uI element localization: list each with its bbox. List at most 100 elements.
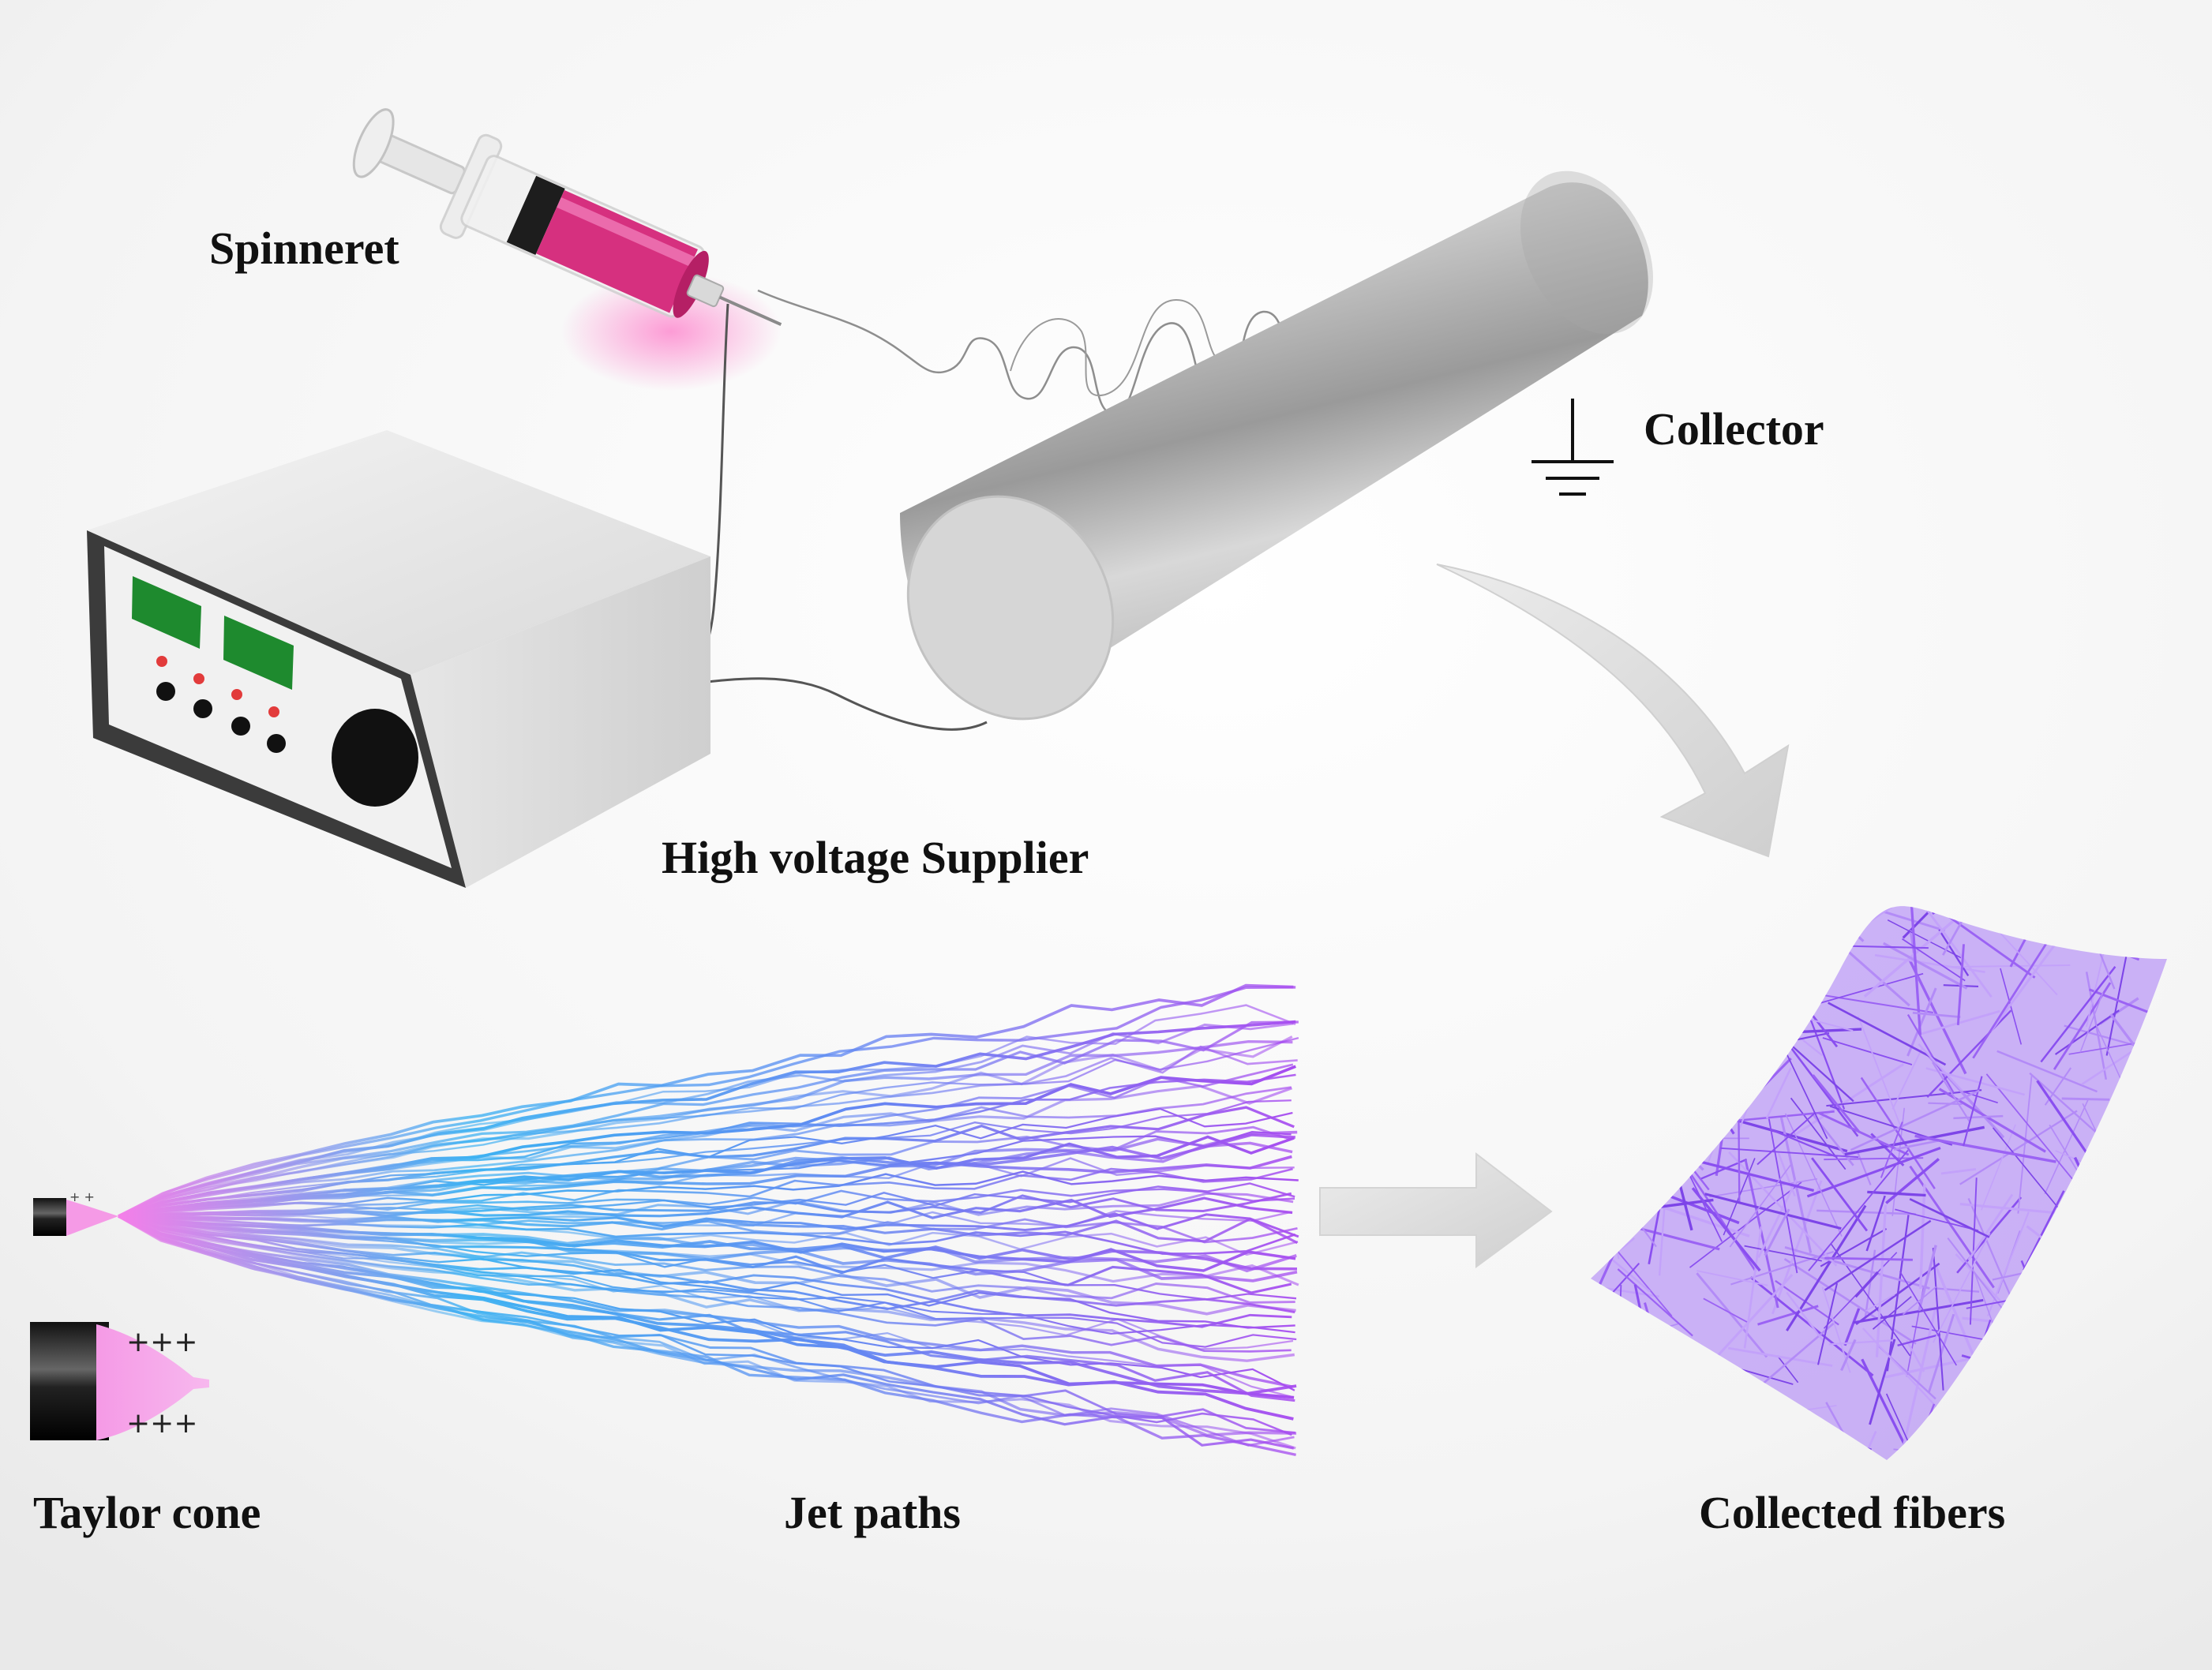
syringe-spinneret	[352, 108, 782, 326]
fiber-strand	[1826, 1089, 1982, 1107]
small-cone	[66, 1200, 118, 1236]
fiber-strand	[1883, 942, 1968, 990]
fiber-strand	[1865, 1294, 1895, 1312]
fiber-strand	[1919, 1184, 1926, 1289]
fiber-strand	[1861, 1358, 1932, 1460]
fiber-strand	[1899, 1271, 1958, 1366]
jet-strand	[118, 1215, 1295, 1314]
fiber-strand	[1729, 1164, 1791, 1248]
label-collector: Collector	[1644, 403, 1824, 455]
knob-small-4	[267, 734, 286, 753]
fiber-strand	[1897, 1333, 1940, 1346]
fiber-strand	[2105, 948, 2129, 1056]
jet-strand	[118, 1020, 1299, 1218]
fiber-strand	[1683, 1163, 1757, 1272]
fiber-strand	[2040, 966, 2116, 1063]
fiber-strand	[1928, 1102, 1963, 1106]
jet-strand	[118, 983, 1294, 1218]
fiber-strand	[1875, 1204, 1888, 1357]
fiber-strand	[1786, 1291, 1824, 1341]
polymer-solution	[536, 189, 698, 313]
fiber-strand	[1918, 1245, 1937, 1312]
fiber-strand	[1932, 1248, 1944, 1391]
label-spinneret: Spinneret	[209, 223, 399, 274]
jet-strand	[118, 1215, 1294, 1421]
fiber-strand	[1771, 1180, 1823, 1315]
fiber-strand	[1912, 1011, 1961, 1018]
fiber-strand	[1899, 1309, 1936, 1459]
fiber-strand	[1902, 1286, 1937, 1316]
fiber-strand	[1696, 1272, 1768, 1358]
fiber-strand	[1906, 1014, 1955, 1094]
jet-strand	[118, 1086, 1292, 1218]
fiber-strand	[1855, 1262, 1940, 1325]
jet-strand	[118, 1020, 1296, 1218]
jet-paths	[118, 983, 1299, 1457]
fiber-strand	[1885, 1158, 1940, 1204]
fiber-strand	[2023, 1190, 2065, 1271]
fiber-strand	[1756, 1113, 1815, 1166]
fiber-strand	[1953, 1114, 2004, 1120]
fiber-strand	[1703, 1297, 1749, 1324]
fiber-strand	[1972, 931, 2055, 1059]
fiber-strand	[1784, 1113, 1843, 1237]
charges-bottom: +++	[126, 1407, 198, 1440]
plunger-thumb	[352, 108, 395, 178]
fiber-strand	[1817, 1111, 1910, 1156]
fiber-strand	[1808, 1149, 1909, 1271]
curved-arrow	[1436, 564, 1790, 858]
fiber-strand	[1696, 1270, 1768, 1286]
fiber-strand	[1846, 1430, 1877, 1460]
fiber-strand	[1775, 1279, 1839, 1326]
fiber-strand	[1743, 1226, 1763, 1349]
fiber-strand	[1938, 1088, 2046, 1153]
solution-highlight	[557, 197, 695, 267]
main-dial	[332, 709, 418, 807]
fiber-strand	[1769, 1128, 1838, 1159]
jet-strand	[118, 1036, 1299, 1218]
fiber-strand	[1867, 1190, 1926, 1197]
plunger-seal	[506, 175, 565, 256]
jet-strand	[118, 1135, 1295, 1218]
fiber-strand	[1963, 1091, 1998, 1104]
high-voltage-supplier-box	[87, 430, 710, 888]
jet-strand	[118, 1215, 1295, 1329]
fiber-strand	[1967, 1193, 2014, 1261]
fiber-strand	[1854, 1271, 1879, 1298]
jet-strand	[118, 1073, 1296, 1218]
jet-strand	[118, 1215, 1295, 1362]
fiber-strand	[1824, 1256, 1913, 1261]
led-1	[156, 656, 167, 667]
fiber-strand	[1669, 1195, 1740, 1225]
wire-to-collector	[678, 677, 988, 731]
fiber-strand	[1874, 953, 1985, 974]
jet-strand	[118, 1215, 1295, 1402]
fiber-strand	[1857, 1016, 1903, 1129]
fiber-strand	[1963, 1076, 1983, 1147]
jet-strand	[118, 1084, 1293, 1218]
fiber-strand	[1865, 1195, 1886, 1252]
fiber-strand	[2068, 1042, 2139, 1055]
jet-strand	[118, 1215, 1292, 1328]
fiber-strand	[1824, 1219, 1932, 1291]
fiber-strand	[1840, 1339, 1857, 1372]
fiber-strand	[1864, 1249, 1876, 1320]
charges-top: +++	[126, 1326, 198, 1358]
fiber-strand	[1843, 1308, 1861, 1346]
large-cone	[96, 1324, 209, 1440]
taylor-cone-small: + +	[33, 1189, 118, 1236]
fiber-strand	[1744, 1159, 1779, 1309]
fiber-strand	[1924, 906, 1993, 998]
fiber-strand	[2000, 968, 2023, 1045]
fiber-strand	[1887, 919, 1962, 959]
fiber-strand	[1617, 1268, 1693, 1337]
fiber-strand	[1764, 1208, 1790, 1256]
jet-strand	[118, 1215, 1296, 1316]
fiber-strand	[1891, 1047, 1923, 1110]
jet-strand	[118, 1039, 1293, 1218]
small-nozzle	[33, 1198, 66, 1236]
fiber-strand	[1844, 1125, 1985, 1156]
fiber-strand	[1853, 1298, 1984, 1324]
fiber-strand	[1691, 1187, 1761, 1272]
fiber-strand	[1918, 1043, 1963, 1091]
